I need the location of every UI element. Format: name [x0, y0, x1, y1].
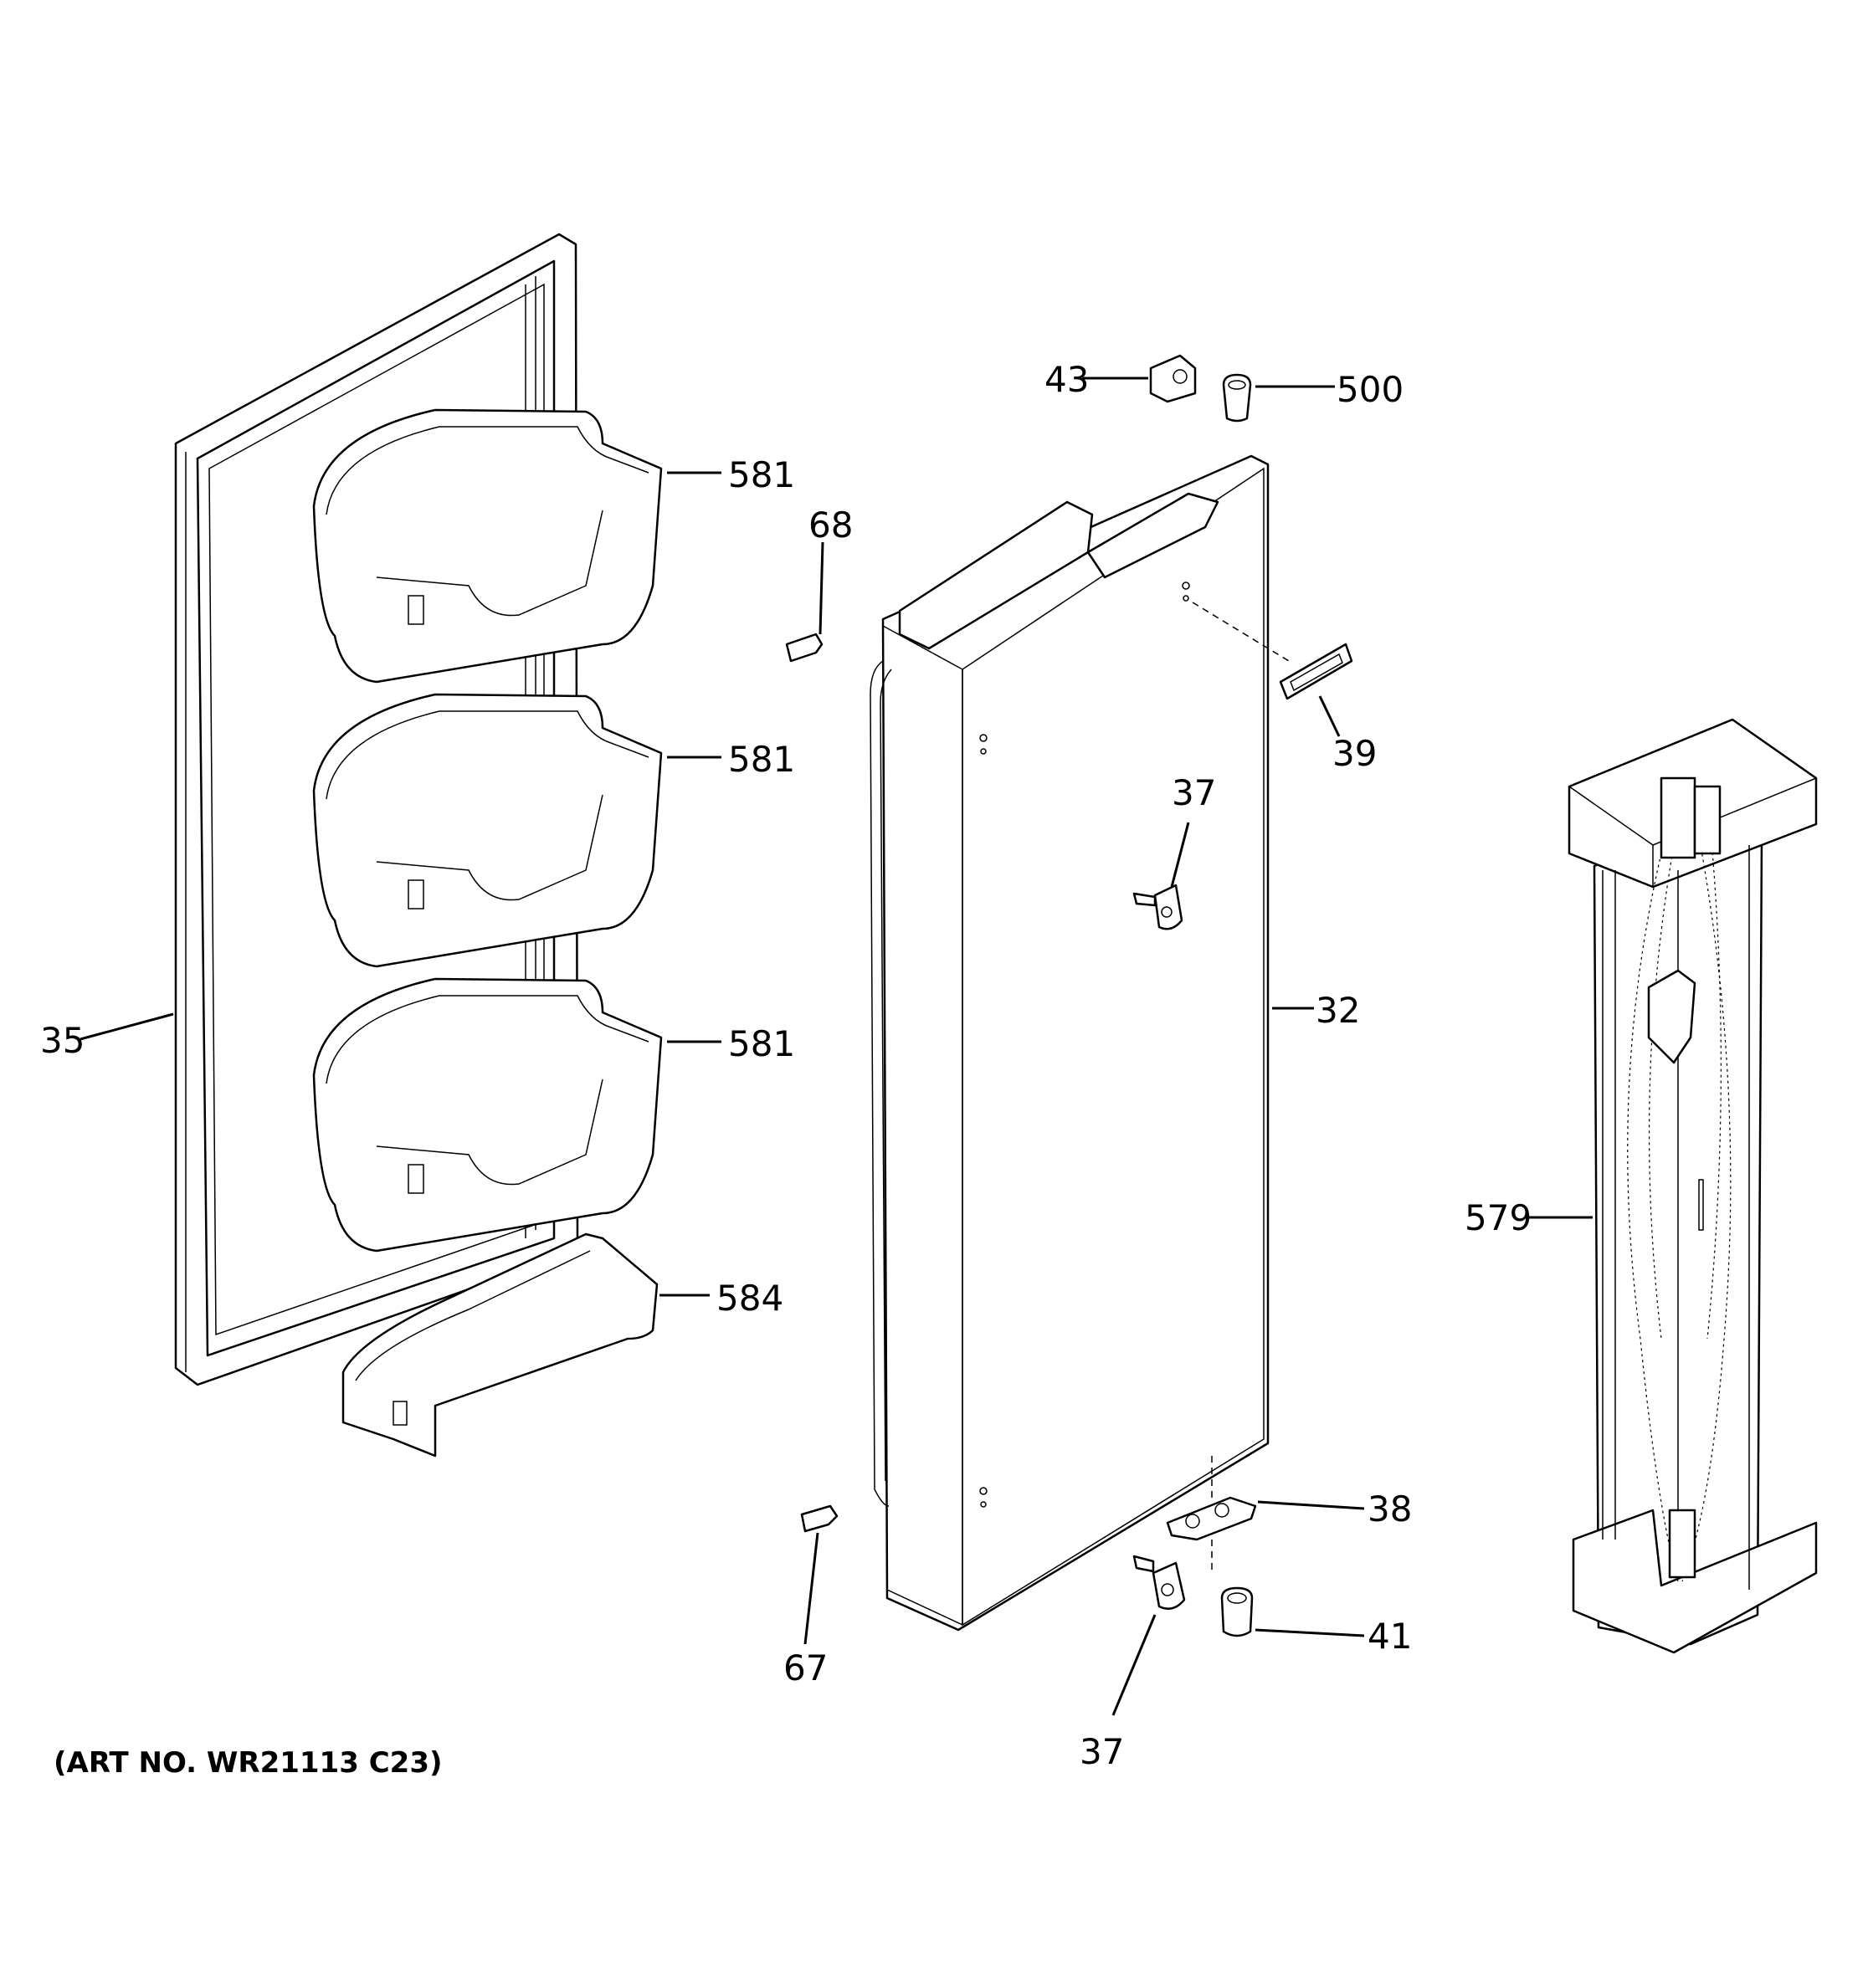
callout-500: 500 — [1337, 369, 1404, 410]
door-stop-37-upper — [1132, 884, 1183, 930]
callout-38: 38 — [1368, 1488, 1412, 1529]
hinge-bushing-500 — [1222, 373, 1252, 423]
door-stop-37-lower — [1132, 1555, 1186, 1610]
callout-35: 35 — [40, 1020, 85, 1061]
bottom-hinge-38 — [1166, 1456, 1257, 1573]
clip-part-67 — [800, 1504, 839, 1533]
door-bin-middle — [312, 693, 663, 968]
callout-581-bottom: 581 — [728, 1023, 795, 1064]
callout-39: 39 — [1332, 733, 1377, 774]
callout-37-lower: 37 — [1080, 1731, 1124, 1772]
door-bin-small — [341, 1232, 659, 1458]
callout-579: 579 — [1465, 1197, 1532, 1238]
hinge-bushing-43 — [1149, 354, 1197, 403]
callout-32: 32 — [1316, 990, 1360, 1031]
hinge-bushing-41 — [1220, 1586, 1254, 1637]
nameplate — [1279, 643, 1353, 700]
door-bin-bottom — [312, 977, 663, 1253]
callout-584: 584 — [716, 1278, 783, 1319]
clip-part-68 — [785, 633, 824, 663]
callout-67: 67 — [783, 1647, 828, 1688]
fresh-food-door — [870, 454, 1290, 1632]
callout-labels: 35 581 581 581 584 68 67 43 500 39 37 32… — [40, 359, 1532, 1772]
door-bin-top — [312, 408, 663, 684]
callout-41: 41 — [1368, 1616, 1412, 1657]
callout-37-upper: 37 — [1172, 772, 1216, 813]
callout-581-top: 581 — [728, 454, 795, 495]
leader-lines — [80, 377, 1593, 1716]
door-liner-assembly — [1568, 718, 1818, 1654]
callout-581-middle: 581 — [728, 739, 795, 780]
callout-43: 43 — [1044, 359, 1089, 400]
art-number: (ART NO. WR21113 C23) — [54, 1746, 443, 1780]
callout-68: 68 — [808, 505, 853, 546]
